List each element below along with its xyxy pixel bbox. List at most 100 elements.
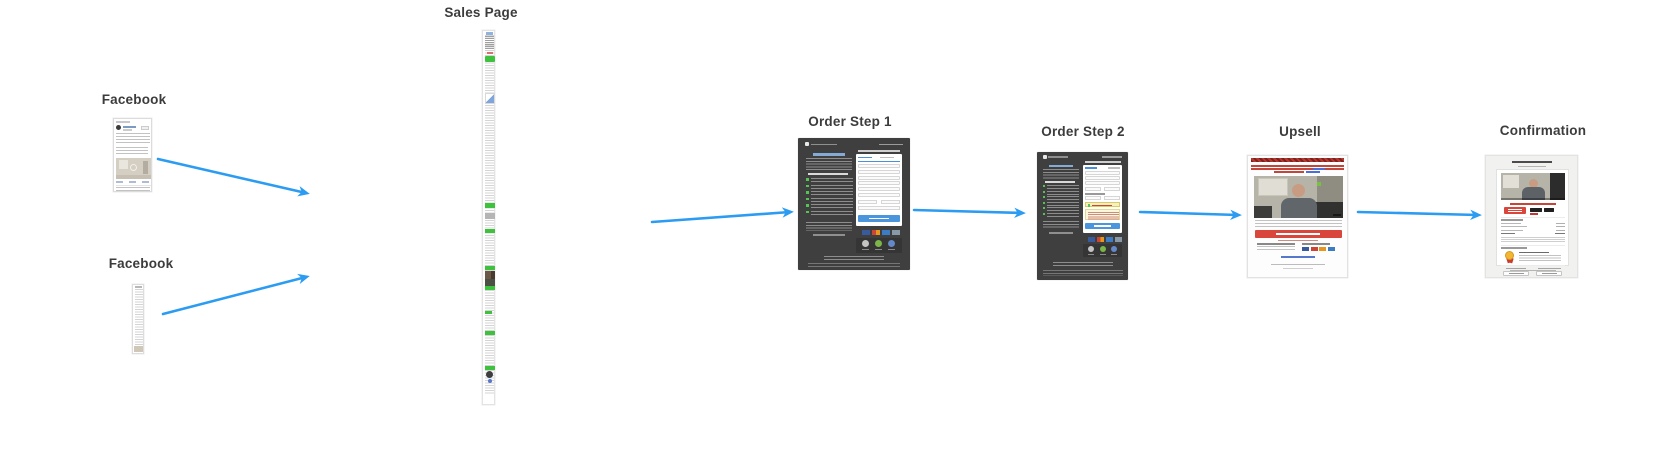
os2-field-expiry (1085, 187, 1101, 191)
upsell-left-col-lines (1257, 246, 1295, 251)
upsell-hazard-banner (1251, 158, 1344, 162)
facebook-ad-1-thumbnail[interactable] (113, 118, 152, 192)
os2-offer-checkbox-row (1085, 202, 1120, 207)
upsell-footer-line (1271, 264, 1325, 266)
photo-door (143, 161, 148, 174)
whiteboard (1258, 178, 1288, 196)
os1-tab-underline (858, 160, 900, 162)
conf-footer-line (1510, 270, 1556, 272)
discover-icon (892, 230, 900, 235)
os2-yellow-terms-box (1085, 209, 1120, 220)
upsell-right-col-heading (1302, 243, 1330, 245)
os2-header-right-line (1102, 156, 1122, 158)
os1-intro-paragraph (806, 158, 852, 170)
fb2-image (134, 346, 143, 352)
guarantee-badge-icon (875, 240, 882, 247)
node-label-facebook-1: Facebook (101, 92, 167, 107)
os1-form-fields (858, 164, 900, 199)
conf-order-table (1501, 222, 1565, 236)
conf-divider-1 (1501, 217, 1565, 218)
fb-post-photo (116, 158, 151, 179)
node-label-upsell: Upsell (1279, 124, 1321, 139)
node-label-order-step-1: Order Step 1 (808, 114, 892, 129)
os1-field-extra (858, 206, 900, 210)
upsell-no-thanks-link (1281, 256, 1315, 258)
os1-footer-fine-print (808, 263, 900, 268)
conf-app-badge-2 (1544, 207, 1554, 212)
os1-benefit-bullets (806, 178, 854, 218)
conf-fine-print (1501, 237, 1565, 243)
mastercard-icon (1097, 237, 1104, 242)
fb-page-name-line (123, 126, 136, 128)
upsell-red-text-line-1 (1251, 165, 1344, 167)
checkbox-icon (1087, 204, 1090, 207)
fb-like-page-button (141, 126, 149, 130)
sales-headline-lines (484, 36, 494, 50)
sales-photo-1 (484, 271, 495, 279)
facebook-ad-2-thumbnail[interactable] (132, 284, 144, 354)
conf-order-details-heading (1501, 219, 1523, 221)
upsell-payment-icons (1302, 246, 1335, 251)
os2-blue-heading (1049, 165, 1073, 167)
privacy-badge-icon (1111, 246, 1117, 252)
upsell-blue-link-segment-2 (1306, 171, 1320, 173)
os2-logo-text-line (1048, 156, 1068, 158)
os1-field-expiry (858, 200, 877, 204)
visa-icon (862, 230, 870, 235)
whiteboard (1503, 175, 1519, 188)
os2-footer-fine-print (1043, 270, 1123, 276)
sales-page-thumbnail[interactable] (482, 30, 495, 405)
os1-logo-icon (805, 142, 809, 146)
upsell-thumbnail[interactable] (1247, 155, 1348, 278)
sales-green-cta-6 (484, 311, 492, 314)
order-step-2-thumbnail[interactable] (1037, 152, 1128, 280)
sales-photo-2 (484, 279, 495, 286)
sales-avatar-circle (486, 371, 493, 378)
sales-green-cta-5 (484, 286, 495, 290)
green-sticky (1317, 182, 1321, 186)
os1-submit-button (858, 215, 900, 222)
video-progress-bar (1501, 197, 1565, 200)
arrow-orderstep1-to-orderstep2-icon[interactable] (912, 207, 1026, 218)
guarantee-badge-icon (1099, 246, 1106, 252)
arrow-upsell-to-confirmation-icon[interactable] (1356, 209, 1482, 221)
os1-payment-icons (862, 230, 902, 235)
conf-feedback-column (1535, 267, 1564, 278)
upsell-video-thumbnail (1254, 176, 1343, 218)
os2-benefit-bullets (1043, 185, 1080, 218)
upsell-blue-link-segment (1313, 168, 1325, 170)
sales-green-cta-8 (484, 366, 495, 370)
fb-meta-line (123, 129, 132, 131)
guarantee-text-lines (1519, 254, 1561, 262)
sales-green-cta-7 (484, 331, 495, 335)
sales-green-cta-2 (484, 203, 495, 208)
os2-field-extra-1 (1085, 196, 1101, 200)
conf-card (1496, 169, 1569, 276)
os2-payment-icons (1088, 237, 1122, 242)
arrow-orderstep2-to-upsell-icon[interactable] (1138, 209, 1242, 220)
conf-support-column (1502, 267, 1531, 278)
person-shoulders (1522, 187, 1545, 200)
arrow-facebook2-to-salespage-icon[interactable] (161, 273, 310, 316)
conf-video-thumbnail (1501, 173, 1565, 200)
visa-icon (1088, 237, 1095, 242)
order-step-1-thumbnail[interactable] (798, 138, 910, 270)
sales-gray-block (484, 213, 495, 219)
os2-submit-button (1085, 223, 1120, 229)
node-label-order-step-2: Order Step 2 (1041, 124, 1125, 139)
photo-floor (116, 175, 151, 179)
fb-post-text-lines-2 (116, 147, 148, 156)
conf-guarantee-block (1504, 250, 1562, 264)
person-face (1529, 179, 1538, 188)
sales-chart-image (484, 93, 495, 104)
arrow-salespage-to-orderstep1-icon[interactable] (650, 207, 794, 224)
os1-header-right-line (879, 143, 903, 145)
fb-avatar (116, 125, 121, 130)
os1-plan-tab-alt (880, 156, 894, 159)
arrow-facebook1-to-salespage-icon[interactable] (156, 157, 310, 197)
os2-logo-icon (1043, 155, 1047, 159)
conf-support-button (1503, 270, 1529, 276)
confirmation-thumbnail[interactable] (1485, 155, 1578, 278)
